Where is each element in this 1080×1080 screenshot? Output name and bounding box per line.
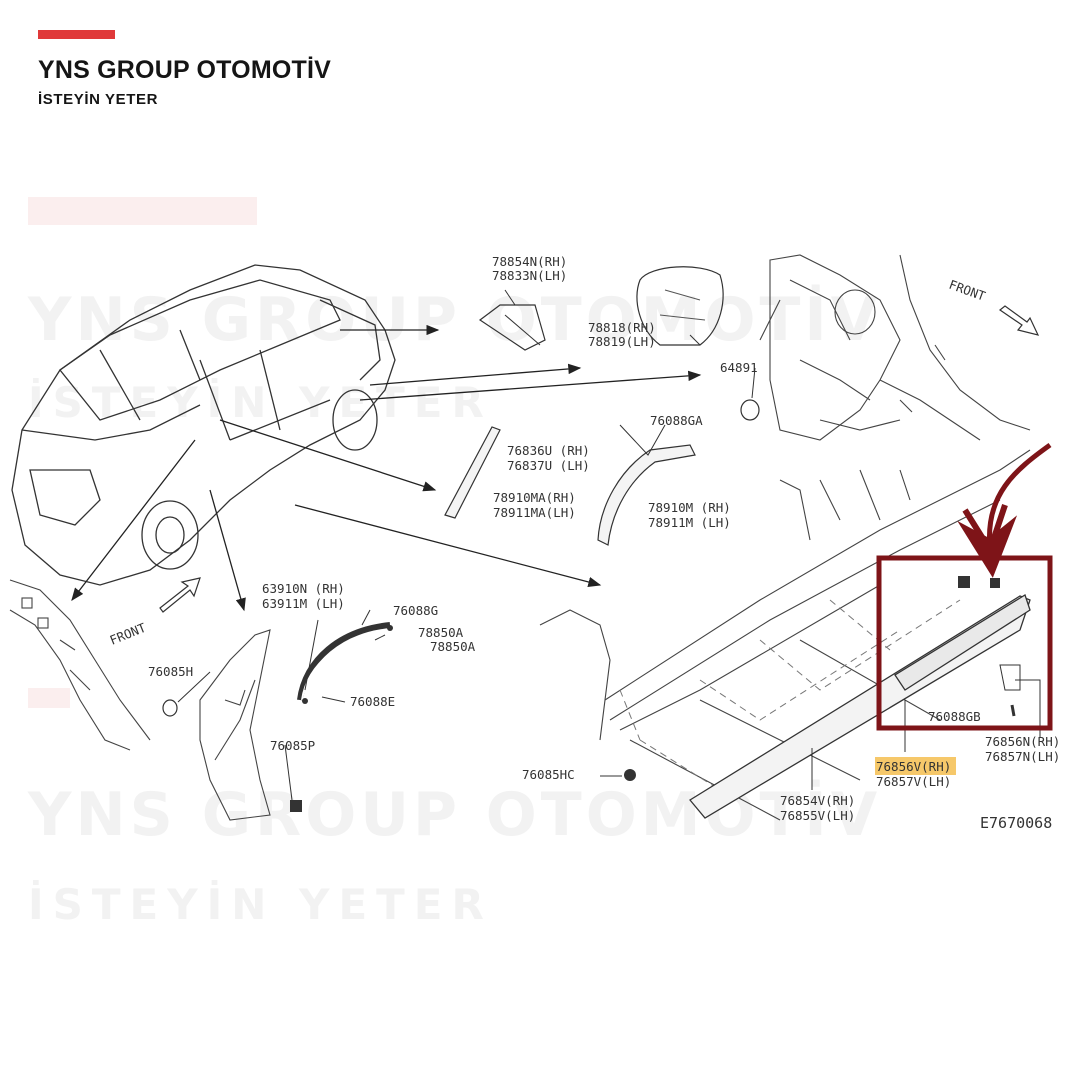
front-label: FRONT (108, 620, 149, 648)
label-78819: 78819(LH) (588, 334, 656, 349)
front-label: FRONT (947, 277, 988, 304)
label-76088E: 76088E (350, 694, 395, 709)
watermark-bar (28, 197, 257, 225)
label-78833N: 78833N(LH) (492, 268, 567, 283)
label-63911M: 63911M (LH) (262, 596, 345, 611)
label-76085P: 76085P (270, 738, 315, 753)
bracket (999, 664, 1021, 691)
brand-title: YNS GROUP OTOMOTİV (38, 56, 331, 84)
label-63910N: 63910N (RH) (262, 581, 345, 596)
label-76857N: 76857N(LH) (985, 749, 1060, 764)
label-76856V: 76856V(RH) (876, 759, 951, 774)
diagram-code: E7670068 (980, 814, 1052, 832)
clip-64891 (740, 399, 760, 421)
label-78911M: 78911M (LH) (648, 515, 731, 530)
sill-extension (894, 594, 1031, 691)
label-78818: 78818(RH) (588, 320, 656, 335)
watermark-brand: YNS GROUP OTOMOTİV (28, 285, 882, 355)
front-arrow-icon (998, 305, 1040, 336)
brand-tagline: İSTEYİN YETER (38, 91, 159, 108)
label-76854V: 76854V(RH) (780, 793, 855, 808)
label-78910M: 78910M (RH) (648, 500, 731, 515)
label-78911MA: 78911MA(LH) (493, 505, 576, 520)
label-78850A: 78850A (418, 625, 464, 640)
leader-lines (177, 289, 1041, 801)
car-illustration (11, 264, 396, 586)
clip-fastener (958, 576, 970, 588)
part-number-highlight (875, 757, 956, 775)
label-78850A: 78850A (430, 639, 476, 654)
fender-moulding (597, 444, 696, 546)
watermark-bar (28, 688, 70, 708)
label-76857V: 76857V(LH) (876, 774, 951, 789)
label-76855V: 76855V(LH) (780, 808, 855, 823)
a-pillar-detail (9, 579, 151, 751)
nut-76085HC (624, 769, 636, 781)
pillar-moulding (444, 426, 501, 519)
label-76837U: 76837U (LH) (507, 458, 590, 473)
label-76085HC: 76085HC (522, 767, 575, 782)
label-76088G: 76088G (393, 603, 438, 618)
interior-assembly (759, 254, 1031, 441)
label-78910MA: 78910MA(RH) (493, 490, 576, 505)
label-76856N: 76856N(RH) (985, 734, 1060, 749)
label-78854N: 78854N(RH) (492, 254, 567, 269)
highlight-pointer (957, 442, 1052, 578)
clip-fastener (990, 578, 1000, 588)
body-side-sill (539, 449, 1031, 821)
screw (1010, 704, 1016, 717)
label-64891: 64891 (720, 360, 758, 375)
brand-accent-bar (38, 30, 115, 39)
reference-arrows (71, 324, 702, 612)
watermark-tagline: İSTEYİN YETER (28, 880, 493, 929)
wheel-house-liner (636, 266, 724, 346)
part-labels: 78854N(RH) 78833N(LH) 78818(RH) 78819(LH… (108, 254, 1061, 832)
label-76088GA: 76088GA (650, 413, 703, 428)
fender-detail (199, 629, 271, 821)
wheel-arch-flare (297, 622, 391, 701)
nut-76085P (290, 800, 302, 812)
label-76836U: 76836U (RH) (507, 443, 590, 458)
clip-76085H (162, 699, 178, 717)
corner-trim (478, 304, 546, 351)
label-76088GB: 76088GB (928, 709, 981, 724)
label-76085H: 76085H (148, 664, 193, 679)
front-arrow-icon (159, 577, 201, 613)
